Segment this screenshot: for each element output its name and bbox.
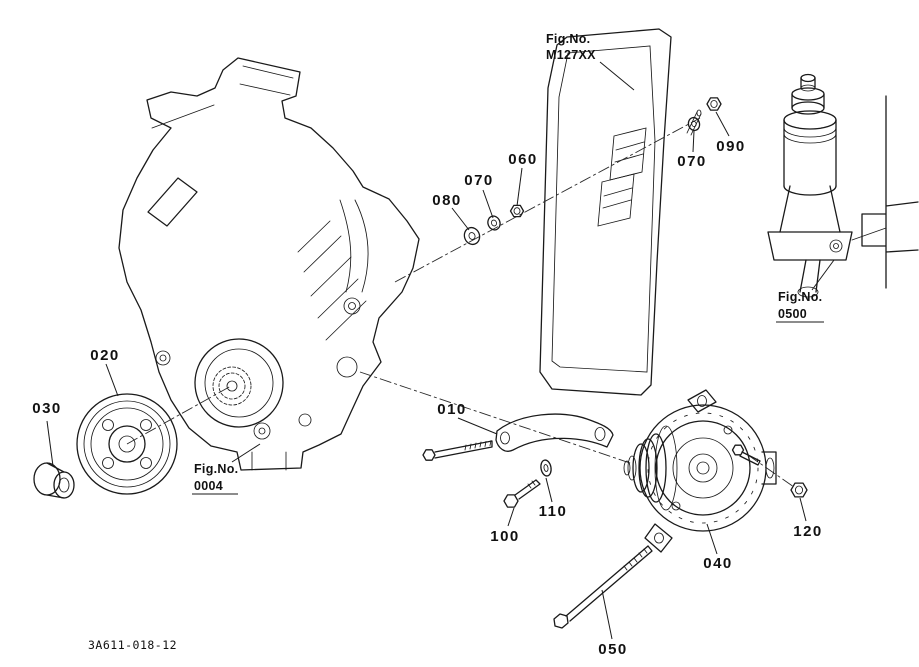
washer-070a-drawing bbox=[487, 215, 501, 231]
engine-gearcase-drawing bbox=[118, 57, 420, 471]
fig-ref-0004-line1: Fig.No. bbox=[194, 462, 238, 476]
callout-label-030: 030 bbox=[32, 400, 62, 417]
callout-label-060: 060 bbox=[508, 151, 538, 168]
fig-ref-0500-line2: 0500 bbox=[778, 307, 807, 321]
fig-ref-0004: Fig.No. 0004 bbox=[192, 462, 238, 495]
callout-label-010: 010 bbox=[437, 401, 467, 418]
callout-label-070a: 070 bbox=[464, 172, 494, 189]
fig-ref-m127xx: Fig.No. M127XX bbox=[546, 32, 596, 62]
fig-ref-0500: Fig.No. 0500 bbox=[776, 290, 824, 323]
callout-label-050: 050 bbox=[598, 641, 628, 658]
callout-label-020: 020 bbox=[90, 347, 120, 364]
crank-bolt-drawing bbox=[33, 462, 75, 499]
callout-label-090: 090 bbox=[716, 138, 746, 155]
nut-060-drawing bbox=[509, 204, 525, 218]
leader-lines bbox=[46, 61, 835, 640]
fig-ref-m127xx-line1: Fig.No. bbox=[546, 32, 590, 46]
alternator-drawing bbox=[623, 389, 777, 553]
callout-label-100: 100 bbox=[490, 528, 520, 545]
washer-110-drawing bbox=[540, 459, 552, 477]
arm-bolt-drawing bbox=[422, 440, 493, 461]
bolt-120-drawing bbox=[731, 444, 761, 466]
callout-label-120: 120 bbox=[793, 523, 823, 540]
callout-label-070b: 070 bbox=[677, 153, 707, 170]
crank-pulley-drawing bbox=[76, 393, 178, 495]
centerline-axes bbox=[126, 117, 795, 488]
washer-080-drawing bbox=[463, 226, 481, 246]
fig-ref-0004-line2: 0004 bbox=[194, 479, 223, 493]
adjuster-arm-drawing bbox=[495, 413, 614, 452]
stud-washer-nut-drawing bbox=[686, 97, 722, 136]
fig-ref-0500-line1: Fig.No. bbox=[778, 290, 822, 304]
callout-label-040: 040 bbox=[703, 555, 733, 572]
bolt-100-drawing bbox=[503, 479, 541, 508]
nut-120-drawing bbox=[790, 482, 808, 498]
callout-label-110: 110 bbox=[539, 503, 568, 520]
filter-assembly-drawing bbox=[767, 73, 919, 298]
drawing-number: 3A611-018-12 bbox=[88, 638, 177, 652]
fig-ref-m127xx-line2: M127XX bbox=[546, 48, 596, 62]
callout-labels: 020 030 080 070 060 070 090 010 100 110 … bbox=[32, 138, 823, 658]
belt-drawing bbox=[539, 28, 672, 396]
callout-label-080: 080 bbox=[432, 192, 462, 209]
bolt-050-drawing bbox=[553, 545, 653, 629]
